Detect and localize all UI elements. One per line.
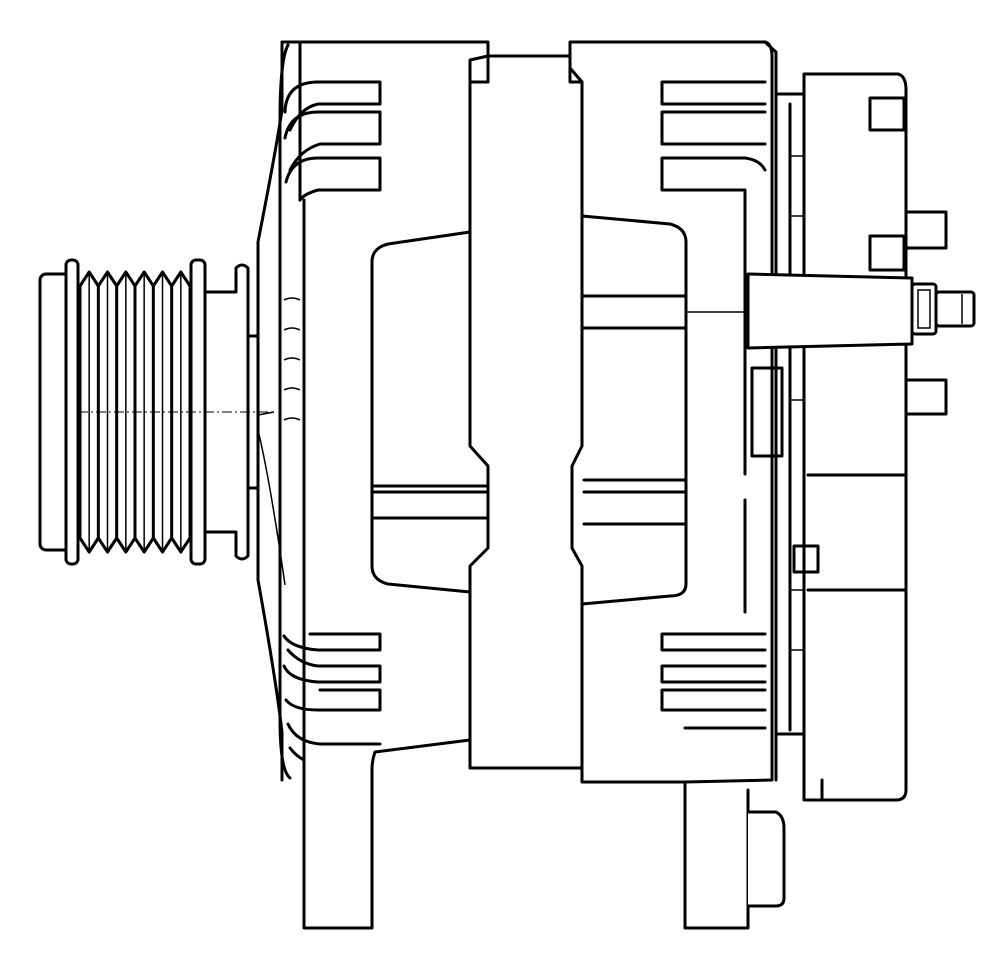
front-cover-outline [256, 40, 284, 782]
front-cover-web [257, 411, 286, 586]
side-small-tab [792, 544, 820, 574]
rear-stator-window [580, 214, 688, 606]
rear-housing [568, 40, 778, 930]
lower-plug [748, 810, 786, 908]
regulator-cover-lines [806, 473, 908, 802]
stator-center [468, 54, 584, 770]
terminal-block [904, 210, 948, 416]
regulator-cover [802, 72, 908, 802]
front-mid-fins [283, 297, 301, 421]
terminal-nut [910, 282, 938, 336]
terminal-stud [934, 290, 976, 328]
rear-lower-fins [660, 632, 767, 730]
rear-bracket-inner [788, 92, 806, 732]
pulley [38, 258, 272, 566]
front-stator-window [370, 230, 472, 594]
terminal-nut-face [917, 289, 931, 329]
rear-housing-body [568, 40, 774, 930]
cover-upper-tab [868, 96, 906, 132]
rear-cover [750, 72, 948, 802]
pulley-front-rim [64, 258, 80, 566]
lower-plug-body [748, 810, 786, 908]
output-terminal [746, 272, 976, 350]
front-lower-fins [282, 632, 382, 746]
stator-core [468, 54, 584, 770]
rear-bolt-small-marks [790, 155, 804, 651]
cover-mid-tab [868, 234, 906, 272]
side-terminal-lug [750, 366, 784, 458]
terminal-insulator [746, 272, 914, 350]
front-housing [256, 40, 490, 930]
front-housing-inner-line [298, 40, 306, 762]
rear-upper-fins [660, 80, 767, 476]
front-upper-fins [283, 80, 382, 202]
front-cover-inner-curve [278, 43, 292, 780]
